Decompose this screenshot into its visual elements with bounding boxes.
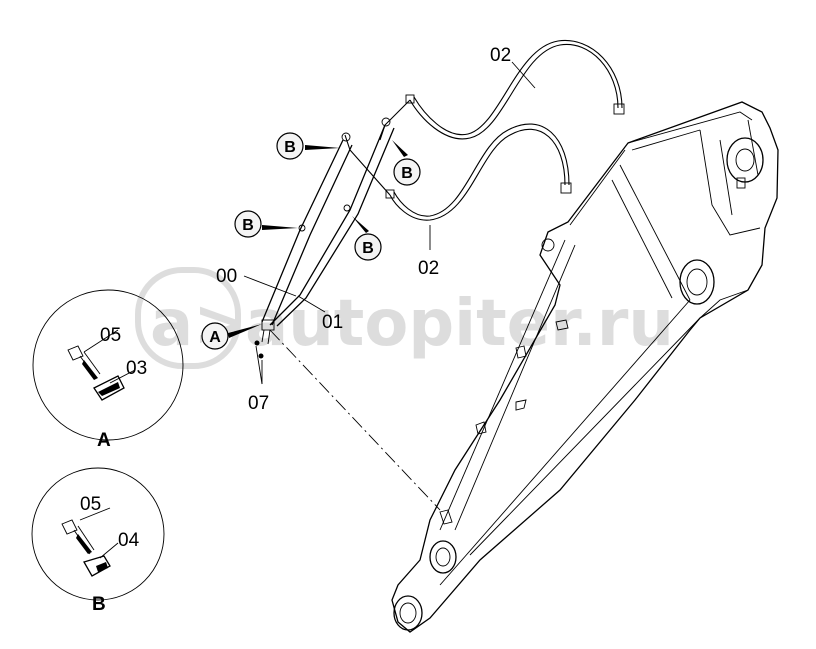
- marker-b-1: B: [276, 132, 304, 160]
- callout-pipe: 01: [322, 312, 343, 333]
- detail-a-clamp: [93, 375, 125, 401]
- watermark: a> autopiter.ru: [135, 267, 674, 369]
- callout-detail-a-clamp: 03: [126, 358, 147, 379]
- watermark-logo: a>: [150, 287, 247, 361]
- detail-b-label: B: [92, 594, 106, 615]
- marker-b-2-label: B: [401, 165, 413, 182]
- detail-b-clamp: [83, 555, 111, 577]
- marker-b-4-label: B: [362, 240, 374, 257]
- detail-b: 05 04 B: [31, 467, 165, 615]
- callout-detail-a-bolt: 05: [100, 325, 121, 346]
- callout-fittings: 07: [248, 393, 269, 414]
- marker-b-1-label: B: [284, 139, 296, 156]
- boom-arm: [391, 101, 779, 633]
- marker-arrows: [228, 140, 408, 338]
- detail-b-bolt: [61, 519, 95, 555]
- callout-assembly: 00: [216, 266, 237, 287]
- detail-a-label: A: [97, 430, 111, 451]
- marker-b-4: B: [354, 233, 382, 261]
- callout-hose-top: 02: [490, 45, 511, 66]
- centerline: [269, 329, 441, 511]
- marker-b-3: B: [234, 210, 262, 238]
- leader-lines: [79, 61, 536, 559]
- callout-detail-b-clamp: 04: [118, 530, 140, 551]
- hose-assembly: [344, 39, 625, 221]
- detail-a-bolt: [67, 345, 101, 380]
- callout-detail-b-bolt: 05: [80, 494, 101, 515]
- marker-b-2: B: [393, 158, 421, 186]
- marker-a: A: [201, 322, 229, 350]
- watermark-text: autopiter.ru: [245, 287, 674, 361]
- pipe-assembly: [254, 117, 395, 359]
- detail-a: 05 03 A: [32, 289, 184, 451]
- marker-b-3-label: B: [242, 217, 254, 234]
- marker-a-label: A: [209, 329, 221, 346]
- callout-hose-mid: 02: [418, 258, 439, 279]
